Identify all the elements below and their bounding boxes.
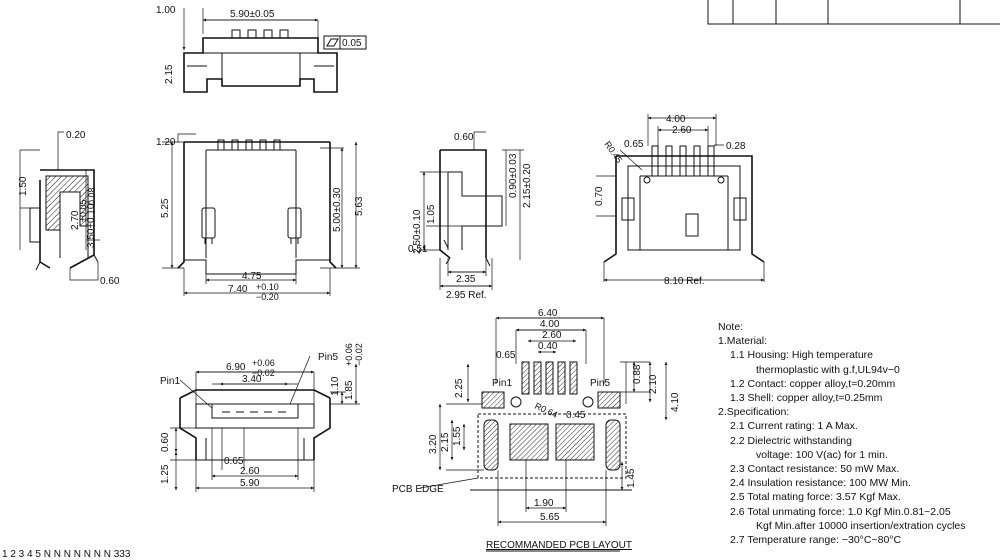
dim-pcb-5: 0.65	[496, 350, 516, 361]
dim-pcb-11: 0.45	[566, 410, 586, 421]
dim-front-7: +0.10	[256, 282, 279, 292]
dim-pcb-13: 2.15	[440, 432, 451, 452]
dim-mid-5: 0.90±0.03	[508, 153, 519, 198]
note-line: 1.3 Shell: copper alloy,t=0.25mm	[730, 392, 883, 405]
dim-front-3: 5.00±0.30	[332, 187, 343, 232]
dim-mid-4: 0.51	[408, 244, 428, 255]
dim-top-3: 2.15	[164, 64, 175, 84]
dim-side-5: 0.08	[87, 187, 97, 205]
dim-front-8: −0.20	[256, 292, 279, 302]
note-line: thermoplastic with g.f,UL94v−0	[756, 363, 900, 376]
dim-side-3: 2.70	[70, 210, 81, 230]
dim-rear-2: 2.60	[672, 125, 692, 136]
dim-pcb-6: 2.25	[454, 378, 465, 398]
dim-top-1: 1.00	[156, 5, 176, 16]
footer-text: 1 2 3 4 5 N N N N N N N 333	[2, 549, 131, 560]
dim-rear-1: 4.00	[666, 114, 686, 125]
dim-pcb-2: 4.00	[540, 319, 560, 330]
dim-bottom-6: +0.06	[344, 343, 354, 366]
dim-rear-5: R0.45	[602, 139, 624, 164]
dim-front-5: 4.75	[242, 271, 262, 282]
note-line: 1.Material:	[718, 335, 768, 348]
dim-pcb-8: 2.10	[648, 374, 659, 394]
dim-front-4: 5.63	[354, 196, 365, 216]
dim-side-6: 3.50±0.10	[86, 203, 97, 248]
dim-pcb-10: R0.64	[533, 401, 559, 420]
dim-side-1: 0.20	[66, 130, 86, 141]
note-line: 2.6 Total unmating force: 1.0 Kgf Min.0.…	[730, 505, 951, 518]
note-line: 2.3 Contact resistance: 50 mW Max.	[730, 463, 900, 476]
dim-pcb-12: 3.20	[428, 434, 439, 454]
pcb-pin1-label: Pin1	[492, 378, 512, 389]
rear-view: 4.00 2.60 0.65 0.28 R0.45 0.70 8.10 Ref.	[594, 114, 765, 287]
dim-mid-3: 1.05	[426, 204, 437, 224]
dim-pcb-1: 6.40	[538, 308, 558, 319]
dim-bottom-10: 0.60	[160, 432, 171, 452]
dim-pcb-14: 1.55	[452, 426, 463, 446]
dim-pcb-16: 1.90	[534, 498, 554, 509]
title-block-fragment	[707, 0, 1000, 25]
note-line: 1.2 Contact: copper alloy,t=0.20mm	[730, 377, 896, 390]
note-line: Kgf Min.after 10000 insertion/extration …	[756, 519, 966, 532]
dim-side-4: ±0.05	[78, 200, 88, 222]
bottom-view: 6.90 +0.06 −0.02 3.40 Pin1 Pin5 +0.06 −0…	[160, 343, 364, 492]
dim-mid-8: 2.95 Ref.	[446, 290, 487, 301]
notes-block: Note: 1.Material:1.1 Housing: High tempe…	[718, 320, 998, 547]
dim-top-4: 0.05	[342, 38, 362, 49]
dim-mid-6: 2.15±0.20	[522, 163, 533, 208]
dim-rear-4: 0.28	[726, 141, 746, 152]
dim-pcb-9: 4.10	[670, 392, 681, 412]
dim-pcb-3: 2.60	[542, 330, 562, 341]
dim-rear-3: 0.65	[624, 139, 644, 150]
dim-top-2: 5.90±0.05	[230, 9, 275, 20]
dim-side-2: 1.50	[18, 176, 29, 196]
dim-front-2: 5.25	[160, 198, 171, 218]
dim-side-7: 0.60	[100, 276, 120, 287]
side-profile-view: 0.60 2.50±0.10 1.05 0.51 0.90±0.03 2.15±…	[408, 131, 533, 301]
notes-lines: 1.Material:1.1 Housing: High temperature…	[718, 334, 998, 547]
pcb-edge-label: PCB EDGE	[392, 484, 444, 495]
bottom-pin1-label: Pin1	[160, 376, 180, 387]
dim-mid-2: 2.50±0.10	[412, 209, 423, 254]
dim-pcb-15: 1.45	[626, 468, 637, 488]
note-line: 1.1 Housing: High temperature	[730, 349, 873, 362]
dim-mid-1: 0.60	[454, 132, 474, 143]
pcb-layout-view: 6.40 4.00 2.60 0.40 0.65 2.25 0.88 2.10 …	[392, 308, 681, 552]
dim-bottom-1: 6.90	[226, 362, 246, 373]
dim-pcb-4: 0.40	[538, 341, 558, 352]
pcb-pin5-label: Pin5	[590, 378, 610, 389]
dim-bottom-7: −0.02	[354, 343, 364, 366]
note-line: 2.4 Insulation resistance: 100 MW Min.	[730, 477, 911, 490]
dim-bottom-11: 0.65	[224, 456, 244, 467]
dim-bottom-12: 1.25	[160, 464, 171, 484]
dim-rear-7: 8.10 Ref.	[664, 276, 705, 287]
dim-front-1: 1.20	[156, 137, 176, 148]
dim-front-6: 7.40	[228, 284, 248, 295]
top-view: 1.00 5.90±0.05 2.15 0.05	[156, 5, 367, 93]
side-section-view: 0.20 1.50 2.70 ±0.05 0.08 3.50±0.10 0.60	[18, 130, 120, 287]
dim-bottom-9: 1.85	[344, 380, 355, 400]
dim-mid-7: 2.35	[456, 274, 476, 285]
bottom-pin5-label: Pin5	[318, 352, 338, 363]
dim-rear-6: 0.70	[594, 186, 605, 206]
dim-pcb-7: 0.88	[632, 364, 643, 384]
dim-bottom-3: −0.02	[252, 368, 275, 378]
dim-bottom-4: 3.40	[242, 374, 262, 385]
note-line: 2.Specification:	[718, 406, 790, 419]
note-line: 2.7 Temperature range: −30°C~80°C	[730, 534, 902, 547]
dim-bottom-2: +0.06	[252, 358, 275, 368]
dim-bottom-8: 1.10	[330, 376, 341, 396]
front-view: 1.20 5.25 5.00±0.30 5.63 4.75 7.40 +0.10…	[156, 133, 365, 302]
note-line: 2.1 Current rating: 1 A Max.	[730, 420, 858, 433]
dim-bottom-13: 2.60	[240, 466, 260, 477]
pcb-layout-title: RECOMMANDED PCB LAYOUT	[486, 540, 632, 551]
note-line: voltage: 100 V(ac) for 1 min.	[756, 448, 888, 461]
dim-pcb-17: 5.65	[540, 512, 560, 523]
dim-bottom-14: 5.90	[240, 478, 260, 489]
note-line: 2.2 Dielectric withstanding	[730, 434, 852, 447]
note-line: 2.5 Total mating force: 3.57 Kgf Max.	[730, 491, 901, 504]
notes-heading: Note:	[718, 321, 744, 333]
